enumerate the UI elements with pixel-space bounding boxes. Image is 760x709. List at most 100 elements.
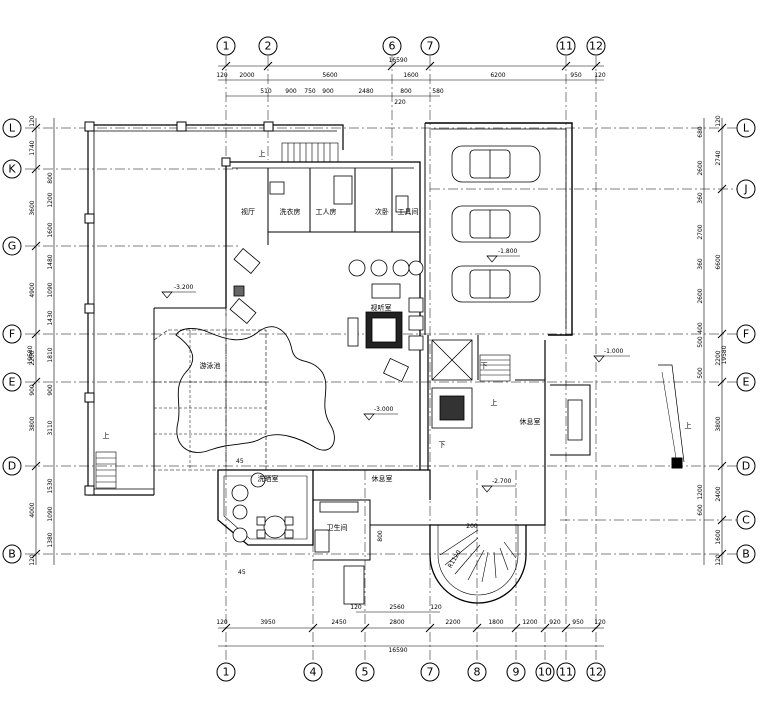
dim-right-i7: 500 — [697, 336, 704, 348]
dim-right-i8: 500 — [697, 367, 704, 379]
dim-top-r2-4: 2480 — [358, 88, 373, 95]
dim-right-o2: 6600 — [715, 254, 722, 269]
dim-top-r1-4: 6200 — [490, 72, 505, 79]
axis-bubble-right-J: J — [736, 179, 756, 199]
svg-text:1: 1 — [223, 666, 230, 679]
axis-bubble-right-D: D — [736, 456, 756, 476]
dim-right-o4: 3800 — [715, 416, 722, 431]
dim-left-o0: 120 — [29, 115, 36, 127]
dim-right-o7: 120 — [715, 554, 722, 566]
stairs — [95, 142, 517, 583]
dim-right-i10: 600 — [697, 504, 704, 516]
dim-left-o7: 4000 — [29, 502, 36, 517]
svg-text:L: L — [743, 122, 750, 135]
dim-bottom-r1-6: 1200 — [522, 619, 537, 626]
dim-left-i9: 1530 — [47, 478, 54, 493]
axis-bubble-left-G: G — [2, 236, 22, 256]
svg-text:7: 7 — [427, 40, 434, 53]
dim-top-r2-5: 800 — [400, 88, 412, 95]
columns — [84, 121, 274, 496]
axis-bubble-top-7: 7 — [420, 36, 440, 56]
svg-text:-1.000: -1.000 — [604, 348, 624, 355]
furniture — [229, 175, 583, 605]
svg-text:1: 1 — [223, 40, 230, 53]
dim-top-total: 16590 — [388, 57, 407, 64]
axis-bubble-right-E: E — [736, 372, 756, 392]
dim-top-r1-6: 120 — [594, 72, 606, 79]
up-mark-2: 上 — [259, 149, 266, 158]
pool — [153, 326, 335, 471]
svg-text:E: E — [9, 376, 16, 389]
room-label-r11: 卫生间 — [327, 523, 348, 532]
svg-text:4: 4 — [310, 666, 317, 679]
axis-bubble-bottom-9: 9 — [506, 662, 526, 682]
svg-text:-3.000: -3.000 — [374, 406, 394, 413]
dim-left-i3: 1480 — [47, 254, 54, 269]
dim-right-o0: 120 — [715, 115, 722, 127]
dim-left-o1: 1740 — [29, 140, 36, 155]
dim-top-r2-1: 900 — [285, 88, 297, 95]
down-mark-2: 下 — [481, 362, 488, 370]
room-label-r1: 视厅 — [241, 207, 255, 216]
axis-bubble-left-F: F — [2, 324, 22, 344]
svg-text:11: 11 — [559, 666, 573, 679]
up-mark-4: 上 — [685, 421, 692, 430]
dim-left-i5: 1430 — [47, 310, 54, 325]
room-label-r10: 休息室 — [372, 474, 393, 483]
axis-bubble-bottom-7: 7 — [420, 662, 440, 682]
axis-bubble-right-L: L — [736, 118, 756, 138]
dim-bottom-r1-8: 950 — [572, 619, 584, 626]
dim-bottom-r1-1: 3950 — [260, 619, 275, 626]
dim-left-i11: 1380 — [47, 532, 54, 547]
dim-left-i6: 1810 — [47, 347, 54, 362]
dim-left-o8: 120 — [29, 554, 36, 566]
axis-bubble-right-F: F — [736, 324, 756, 344]
axis-bubble-top-1: 1 — [216, 36, 236, 56]
svg-text:K: K — [8, 163, 16, 176]
dim-top-r2-2: 750 — [304, 88, 316, 95]
level-mark-4: -3.000 — [363, 406, 398, 421]
room-label-r7: 视听室 — [371, 303, 392, 312]
dim-right-o3: 2200 — [715, 350, 722, 365]
dim-left-o4: 2200 — [29, 350, 36, 365]
dim-right-i5: 2600 — [697, 288, 704, 303]
dim-right-i6: 400 — [697, 322, 704, 334]
svg-text:9: 9 — [513, 666, 520, 679]
dim-200: 200 — [466, 523, 478, 530]
up-mark-1: 上 — [103, 431, 110, 440]
svg-text:F: F — [743, 328, 749, 341]
axis-bubble-left-E: E — [2, 372, 22, 392]
svg-text:B: B — [742, 548, 750, 561]
svg-text:-1.800: -1.800 — [498, 248, 518, 255]
room-label-r6: 游泳池 — [200, 361, 221, 370]
svg-text:12: 12 — [589, 666, 603, 679]
dim-right-i3: 2700 — [697, 224, 704, 239]
dim-bottom-r2-0: 120 — [350, 604, 362, 611]
axis-bubble-right-B: B — [736, 544, 756, 564]
svg-text:5: 5 — [362, 666, 369, 679]
level-mark-5: -2.700 — [481, 478, 516, 493]
svg-text:L: L — [9, 122, 16, 135]
svg-text:7: 7 — [427, 666, 434, 679]
room-label-r8: 休息室 — [520, 417, 541, 426]
room-label-r5: 工具间 — [398, 208, 419, 216]
axis-bubble-bottom-1: 1 — [216, 662, 236, 682]
dim-bottom-r1-5: 1800 — [488, 619, 503, 626]
dim-bottom-r1-9: 120 — [594, 619, 606, 626]
dim-right-i0: 680 — [697, 126, 704, 138]
dim-radius: R1120 — [447, 549, 463, 569]
svg-text:12: 12 — [589, 40, 603, 53]
dim-800: 800 — [377, 530, 384, 542]
dim-right-i2: 360 — [697, 192, 704, 204]
dim-top-r1-3: 1600 — [403, 72, 418, 79]
dim-top-r1-1: 2000 — [239, 72, 254, 79]
svg-text:6: 6 — [389, 40, 396, 53]
dimension-ticks — [31, 61, 727, 633]
dim-left-o5: 900 — [29, 384, 36, 396]
svg-text:11: 11 — [559, 40, 573, 53]
dim-bottom-r2-1: 2560 — [389, 604, 404, 611]
dim-bottom-r1-4: 2200 — [445, 619, 460, 626]
axis-bubble-left-D: D — [2, 456, 22, 476]
walls — [87, 122, 685, 604]
